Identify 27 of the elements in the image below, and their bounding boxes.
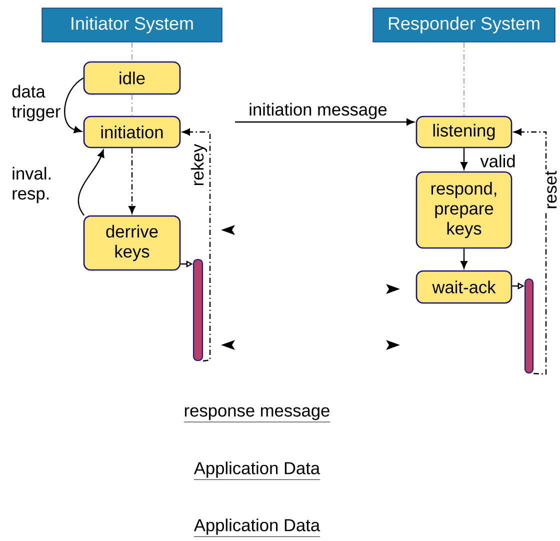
arrow	[64, 78, 84, 134]
message-label: Application Data	[194, 462, 320, 480]
arrow	[235, 118, 414, 126]
activation-bar	[192, 258, 204, 362]
state-box: initiation	[83, 116, 181, 148]
lifeline-header: Initiator System	[42, 8, 222, 42]
arrow	[460, 248, 468, 269]
edge-label: inval. resp.	[12, 166, 50, 204]
message-label: response message	[184, 407, 330, 422]
edge-label: data trigger	[12, 84, 60, 122]
edge-label: rekey	[190, 142, 208, 188]
state-box: idle	[83, 61, 181, 95]
edge-label: initiation message	[247, 102, 389, 120]
state-box: wait-ack	[416, 270, 512, 304]
arrow	[182, 128, 211, 362]
lifeline-header: Responder System	[372, 8, 556, 42]
message-label: Application Data	[194, 518, 320, 537]
edge-label: valid	[478, 153, 518, 169]
activation-bar	[524, 278, 534, 374]
edge-label: reset	[544, 169, 558, 211]
state-box: respond, prepare keys	[416, 171, 512, 249]
state-box: listening	[416, 116, 512, 148]
arrow	[460, 148, 468, 170]
arrow	[514, 128, 547, 375]
state-box: derrive keys	[83, 215, 181, 271]
arrow	[78, 150, 104, 216]
arrow	[128, 148, 136, 214]
